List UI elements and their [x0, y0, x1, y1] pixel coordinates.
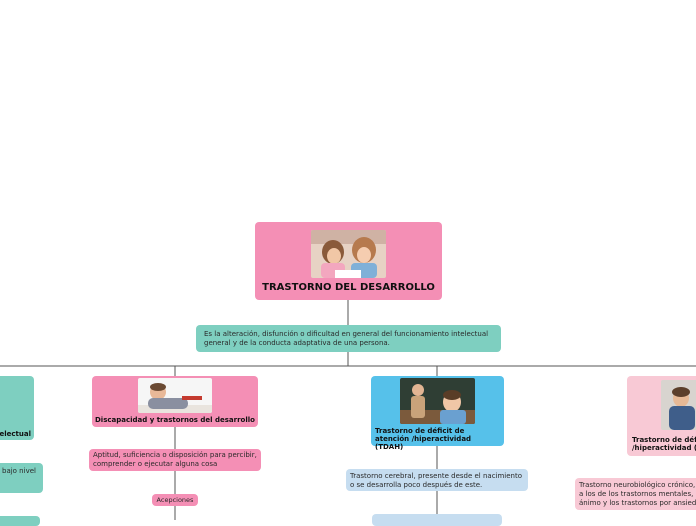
- right-branch-title-1: Trastorno de déf: [632, 436, 696, 444]
- tdah-desc-text: Trastorno cerebral, presente desde el na…: [350, 472, 523, 489]
- acepciones-tag[interactable]: Acepciones: [152, 494, 198, 506]
- right-branch-node[interactable]: Trastorno de déf /hiperactividad (: [627, 376, 696, 456]
- root-node[interactable]: TRASTORNO DEL DESARROLLO: [255, 222, 442, 300]
- left-branch-desc-text: bajo nivel: [2, 467, 36, 475]
- children-studying-photo: [311, 230, 386, 278]
- right-branch-desc-1: Trastorno neurobiológico crónico,: [579, 481, 696, 489]
- acepciones-label: Acepciones: [156, 496, 194, 504]
- discapacidad-desc-node[interactable]: Aptitud, suficiencia o disposición para …: [89, 449, 261, 471]
- discapacidad-title: Discapacidad y trastornos del desarrollo: [95, 416, 255, 424]
- tdah-title: Trastorno de déficit de atención /hipera…: [375, 427, 472, 451]
- bored-boy-classroom-photo: [400, 378, 475, 424]
- left-branch-label: electual: [0, 430, 31, 438]
- tdah-desc-node[interactable]: Trastorno cerebral, presente desde el na…: [346, 469, 528, 491]
- right-branch-desc-3: ánimo y los trastornos por ansied: [579, 499, 696, 507]
- definition-text: Es la alteración, disfunción o dificulta…: [204, 330, 489, 347]
- right-branch-title-2: /hiperactividad (: [632, 444, 696, 452]
- tdah-next-node[interactable]: [372, 514, 502, 526]
- tdah-node[interactable]: Trastorno de déficit de atención /hipera…: [371, 376, 504, 451]
- right-branch-desc-node[interactable]: Trastorno neurobiológico crónico, a los …: [575, 478, 696, 510]
- tired-man-photo: [138, 378, 212, 413]
- discapacidad-node[interactable]: Discapacidad y trastornos del desarrollo: [92, 376, 258, 427]
- left-branch-desc[interactable]: bajo nivel: [0, 463, 43, 493]
- root-title: TRASTORNO DEL DESARROLLO: [262, 282, 435, 293]
- person-at-desk-photo: [661, 380, 696, 430]
- discapacidad-desc-text: Aptitud, suficiencia o disposición para …: [93, 451, 257, 468]
- right-branch-desc-2: a los de los trastornos mentales,: [579, 490, 694, 498]
- left-branch-bottom[interactable]: [0, 516, 40, 526]
- definition-node[interactable]: Es la alteración, disfunción o dificulta…: [196, 325, 501, 352]
- left-branch-node[interactable]: electual: [0, 376, 34, 440]
